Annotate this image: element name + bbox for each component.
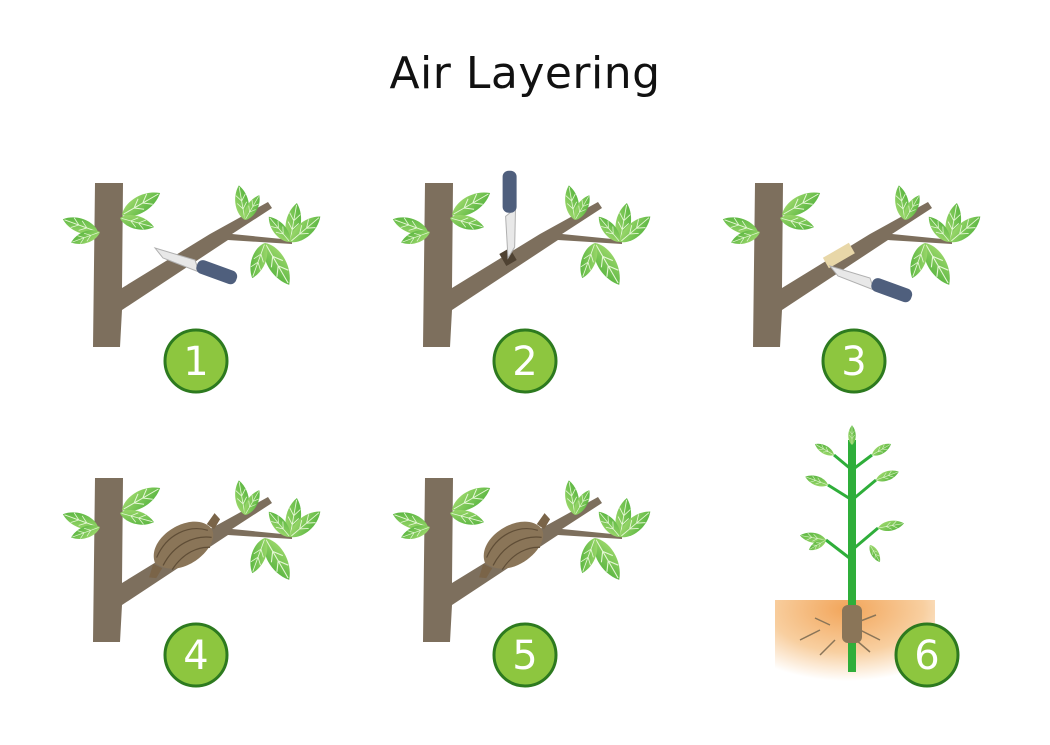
branch-icon bbox=[720, 183, 985, 347]
step-number: 1 bbox=[183, 339, 208, 385]
branch-icon bbox=[390, 183, 655, 347]
step-3-illustration bbox=[720, 183, 985, 347]
step-5-illustration bbox=[390, 478, 655, 642]
stem bbox=[848, 440, 856, 672]
badge-circle bbox=[821, 328, 887, 394]
step-1-illustration bbox=[60, 183, 325, 347]
roots bbox=[799, 614, 881, 656]
step-5-badge: 5 bbox=[492, 622, 558, 688]
badge-circle bbox=[492, 622, 558, 688]
diagram-title: Air Layering bbox=[389, 48, 661, 99]
step-3-badge: 3 bbox=[821, 328, 887, 394]
step-number: 4 bbox=[183, 633, 208, 679]
badge-circle bbox=[163, 328, 229, 394]
step-2-badge: 2 bbox=[492, 328, 558, 394]
step-2-illustration bbox=[390, 165, 655, 347]
badge-circle bbox=[492, 328, 558, 394]
step-4-illustration bbox=[60, 478, 325, 642]
step-number: 2 bbox=[512, 339, 537, 385]
step-4-badge: 4 bbox=[163, 622, 229, 688]
moss-root-ball bbox=[842, 605, 862, 643]
step-number: 5 bbox=[512, 633, 537, 679]
badge-circle bbox=[163, 622, 229, 688]
step-1-badge: 1 bbox=[163, 328, 229, 394]
knife-icon bbox=[829, 265, 915, 305]
step-6-illustration bbox=[775, 424, 935, 690]
badge-circle bbox=[894, 622, 960, 688]
exposed-wood bbox=[822, 242, 855, 269]
step-number: 3 bbox=[841, 339, 866, 385]
step-6-badge: 6 bbox=[894, 622, 960, 688]
step-number: 6 bbox=[914, 633, 939, 679]
